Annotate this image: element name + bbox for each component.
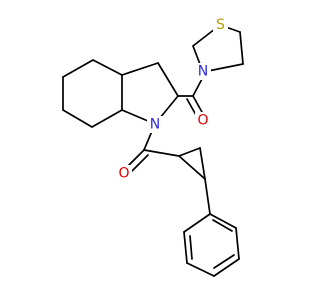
bond-phenyl-3 <box>213 258 240 277</box>
bond-phenyl-inner-2 <box>213 254 235 269</box>
bond-pyrrolidine-2 <box>157 62 179 97</box>
lower-oxygen-label-bg <box>116 165 132 182</box>
sulfur-label-bg <box>213 17 228 33</box>
upper-amide-oxygen-atom-label: O <box>197 113 208 129</box>
bond-cyclohexane-5 <box>62 109 93 128</box>
indole-nitrogen-atom-label: N <box>150 117 160 133</box>
bond-cyclohexane-1 <box>62 59 94 78</box>
bond-phenyl-6 <box>183 213 211 233</box>
sulfur-atom-label: S <box>216 17 225 33</box>
bonds <box>62 24 244 277</box>
bond-cyclopropyl-phenyl <box>204 178 211 215</box>
bond-carbonyl-n-thiazolidine <box>192 76 204 97</box>
indole-nitrogen-label-bg <box>147 116 163 133</box>
bond-cyclohexane-2 <box>92 59 123 76</box>
bond-phenyl-2 <box>235 227 240 260</box>
lower-amide-oxygen-atom-label: O <box>118 166 129 182</box>
bond-phenyl-4 <box>186 262 215 277</box>
bond-carbonyl-cyclopropyl <box>143 149 180 157</box>
thiazolidine-nitrogen-atom-label: N <box>198 64 208 80</box>
atom-labels: S N O N O <box>116 17 228 182</box>
bond-phenyl-5 <box>183 231 188 264</box>
bond-pyrrolidine-1 <box>121 62 159 76</box>
bond-cyclopropane-1 <box>178 147 201 157</box>
bond-phenyl-1 <box>209 213 237 229</box>
bond-lower-carbonyl-o-b <box>129 154 149 174</box>
bond-phenyl-inner-3 <box>189 235 193 260</box>
bond-cyclohexane-4 <box>91 109 123 128</box>
thiazolidine-nitrogen-label-bg <box>195 63 211 80</box>
molecule-structure: S N O N O <box>62 17 244 277</box>
bond-phenyl-inner-1 <box>212 219 233 232</box>
bond-cyclopropane-3 <box>178 155 206 180</box>
upper-oxygen-label-bg <box>195 112 211 129</box>
bond-cyclopropane-2 <box>199 147 206 180</box>
bond-thiazolidine-4 <box>239 31 244 65</box>
